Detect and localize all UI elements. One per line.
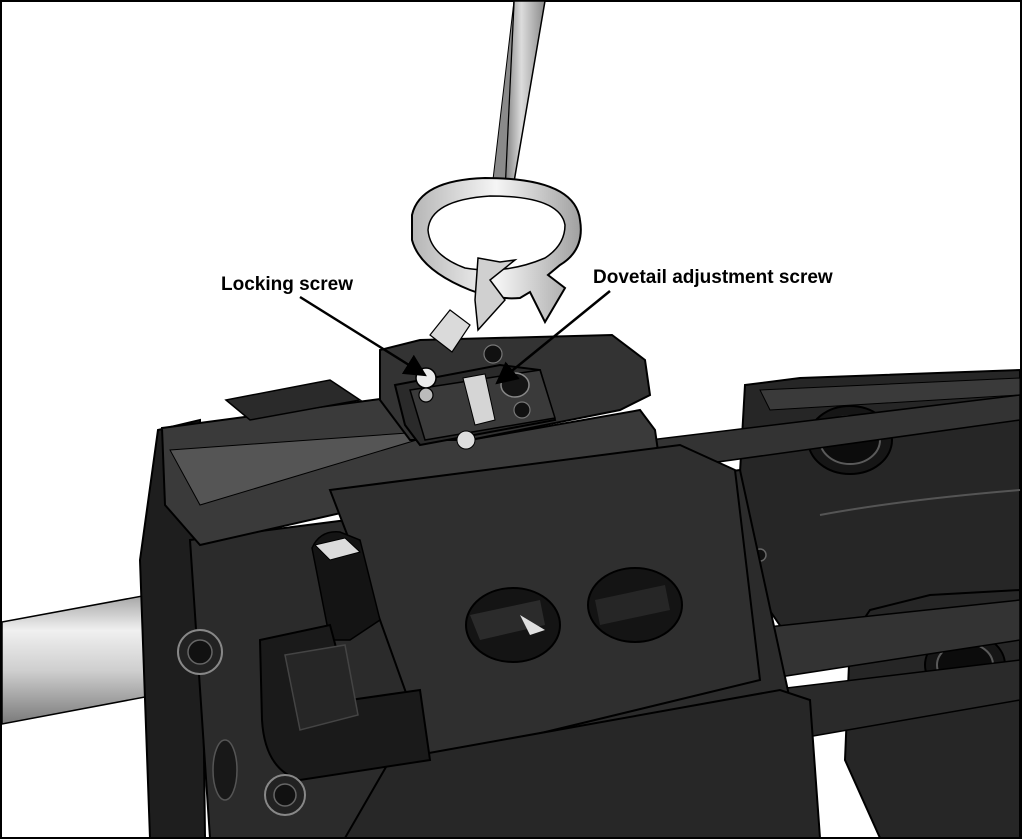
locking-screw-leader: [299, 295, 427, 377]
dovetail-screw-leader: [495, 290, 611, 385]
dovetail-adjustment-screw-label: Dovetail adjustment screw: [593, 267, 833, 288]
locking-screw-label: Locking screw: [221, 274, 353, 295]
curved-rotation-arrow-icon: [411, 176, 582, 353]
slide-rail: [648, 394, 1021, 741]
screw-plate: [393, 344, 557, 450]
